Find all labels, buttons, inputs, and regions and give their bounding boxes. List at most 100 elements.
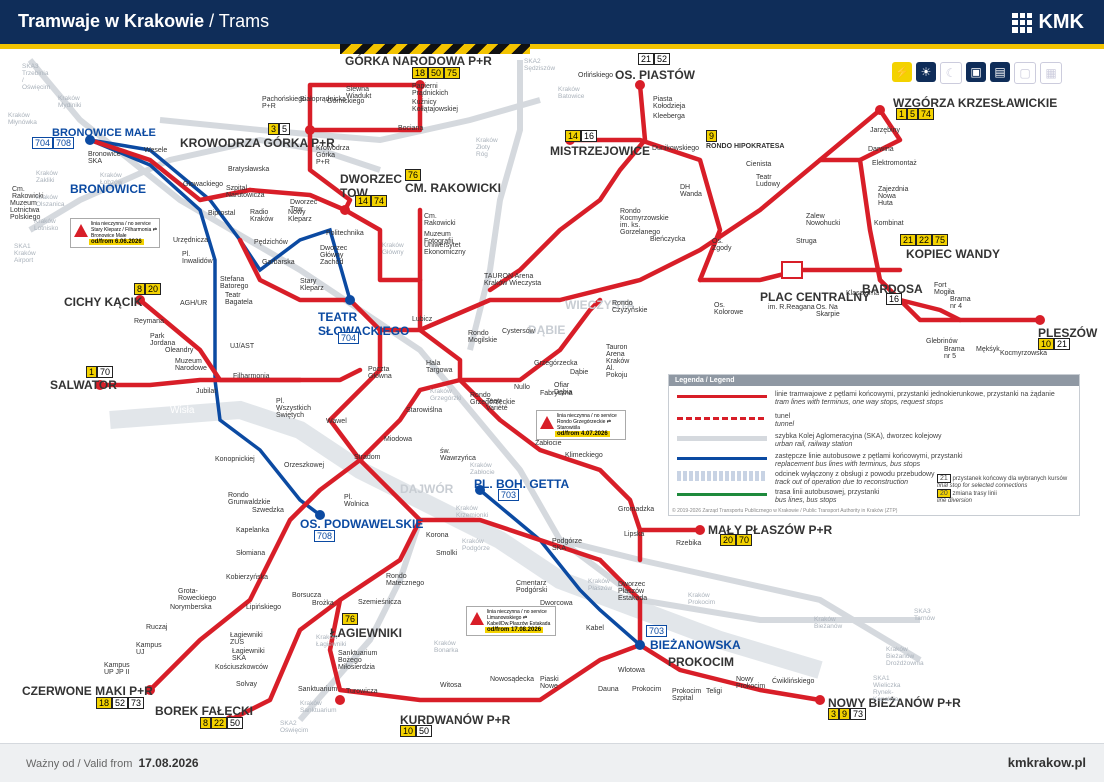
regional-bus-icon[interactable]: ▦ — [1040, 62, 1062, 84]
terminal-label[interactable]: CICHY KĄCIK — [64, 295, 143, 309]
line-badge: 70 — [736, 534, 753, 546]
stop-label: Kleeberga — [653, 113, 685, 120]
day-icon[interactable]: ☀ — [916, 62, 936, 82]
stop-label: Bratysławska — [228, 166, 270, 173]
line-badge: 22 — [211, 717, 228, 729]
line-badge: 3 — [268, 123, 280, 135]
stop-label: Grzegórzecka — [534, 360, 578, 367]
terminal-label[interactable]: CM. RAKOWICKI — [405, 181, 501, 195]
stop-label: Kampus UJ — [136, 642, 162, 656]
terminal-label[interactable]: NOWY BIEŻANÓW P+R — [828, 696, 961, 710]
bus-icon[interactable]: ▣ — [966, 62, 986, 82]
stop-label: Mękśyk — [976, 346, 1000, 353]
rail-label: Kraków Lotnisko — [34, 218, 59, 232]
tram-line-symbol — [677, 391, 767, 401]
terminal-label[interactable]: BIEŻANOWSKA — [650, 638, 741, 652]
line-badge: 10 — [400, 725, 417, 737]
stop-label: Muzeum Fotografii — [424, 231, 454, 245]
minibus-icon[interactable]: ▢ — [1014, 62, 1036, 84]
logo-grid-icon — [1012, 12, 1033, 33]
terminal-label[interactable]: GÓRKA NARODOWA P+R — [345, 54, 492, 68]
terminal-label[interactable]: WZGÓRZA KRZESŁAWICKIE — [893, 96, 1058, 110]
stop-label: Kapelanka — [236, 527, 270, 534]
stop-label: Stradom — [354, 454, 381, 461]
legend-row: odcinek wyłączony z obsługi z powodu prz… — [677, 471, 935, 487]
terminal-label[interactable]: KROWODRZA GÓRKA P+R — [180, 136, 335, 150]
terminus-gorka — [415, 80, 425, 90]
terminus-dworzec-tow — [340, 205, 350, 215]
stop-label: Rondo Grunwaldzkie — [228, 492, 271, 506]
line-badges: 704 — [338, 332, 360, 344]
website-link[interactable]: kmkrakow.pl — [1007, 755, 1086, 770]
stop-label: Witosa — [440, 682, 462, 689]
stop-label: Konopnickiej — [215, 456, 255, 463]
service-notice[interactable]: linia nieczynna / no service Rondo Grzeg… — [536, 410, 626, 440]
terminal-label[interactable]: KOPIEC WANDY — [906, 247, 1001, 261]
line-badge: 52 — [112, 697, 129, 709]
line-badges: 76 — [342, 613, 359, 625]
service-notice[interactable]: linia nieczynna / no service Limanowskie… — [466, 606, 556, 636]
terminal-label[interactable]: BOREK FAŁĘCKI — [155, 704, 254, 718]
line-badges: 703 — [498, 489, 520, 501]
terminal-label[interactable]: RONDO HIPOKRATESA — [706, 143, 785, 150]
stop-label: Turowicza — [346, 688, 378, 695]
page-title: Tramwaje w Krakowie / Trams — [18, 11, 270, 31]
line-badge: 10 — [1038, 338, 1055, 350]
service-notice[interactable]: linia nieczynna / no service Stary Klepa… — [70, 218, 160, 248]
stop-label: Os. Zgody — [712, 238, 732, 252]
terminal-label[interactable]: CZERWONE MAKI P+R — [22, 684, 153, 698]
stop-label: Muzeum Lotnictwa Polskiego — [10, 200, 41, 221]
stop-label: Kampus UP JP II — [104, 662, 130, 676]
terminal-label[interactable]: BRONOWICE MAŁE — [52, 127, 156, 139]
footer-bar: Ważny od / Valid from 17.08.2026 kmkrako… — [0, 743, 1104, 782]
stop-label: Norymberska — [170, 604, 212, 611]
kmk-logo[interactable]: KMK — [1012, 11, 1084, 34]
terminal-label[interactable]: KURDWANÓW P+R — [400, 713, 511, 727]
stop-label: Urzędnicza — [173, 237, 209, 244]
tram-icon[interactable]: ⚡ — [892, 62, 912, 82]
terminal-label[interactable]: PLESZÓW — [1038, 326, 1098, 340]
terminus-wzgorza — [875, 105, 885, 115]
line-badge: 50 — [416, 725, 433, 737]
terminal-label[interactable]: BARDOSA — [862, 282, 923, 296]
area-label: TAURON Arena Kraków Wieczysta — [484, 273, 542, 287]
line-badge: 708 — [53, 137, 75, 149]
terminal-label[interactable]: OS. PODWAWELSKIE — [300, 517, 424, 531]
stop-label: Klimeckiego — [565, 452, 603, 459]
stop-label: Teatr Bagatela — [225, 292, 253, 306]
stop-label: Dworcowa — [540, 600, 573, 607]
terminal-label[interactable]: SALWATOR — [50, 378, 117, 392]
terminal-label[interactable]: MISTRZEJOWICE — [550, 144, 651, 158]
stop-label: Solvay — [236, 681, 258, 688]
terminal-label[interactable]: ŁAGIEWNIKI — [330, 626, 402, 640]
rail-label: Kraków Zakliki — [36, 170, 58, 184]
terminal-label[interactable]: PL. BOH. GETTA — [474, 477, 570, 491]
tram-front-icon[interactable]: ▤ — [990, 62, 1010, 82]
terminal-label[interactable]: OS. PIASTÓW — [615, 68, 696, 82]
tram-line-podgorze — [417, 517, 603, 563]
tram-line-east-grzegorzecka — [457, 297, 603, 383]
stop-label: Siewna Wiadukt — [346, 86, 372, 100]
line-badge: 8 — [200, 717, 212, 729]
area-label: im. R.Reagana — [768, 304, 815, 311]
stop-label: Głowackiego — [183, 181, 224, 188]
line-badge: 9 — [706, 130, 718, 142]
stop-label: Rondo Mogilskie — [468, 330, 498, 344]
tram-line-south-west — [147, 457, 363, 693]
bus-terminus-markers — [85, 135, 645, 650]
rail-label: Kraków Olszanica — [36, 194, 65, 208]
area-label: DĄBIE — [528, 323, 566, 337]
rail-label: Kraków Grzegórzki — [430, 388, 462, 402]
legend-terminal-note: 21 przystanek końcowy dla wybranych kurs… — [937, 474, 1068, 504]
rail-label: Kraków Złoty Róg — [476, 137, 498, 158]
stop-label: Szwedzka — [252, 507, 284, 514]
stop-label: UJ/AST — [230, 343, 255, 350]
night-icon[interactable]: ☾ — [940, 62, 962, 84]
terminal-label[interactable]: MAŁY PŁASZÓW P+R — [708, 523, 833, 537]
line-badges: 76 — [405, 169, 422, 181]
stop-label: Dworzec Główny Zachód — [320, 245, 348, 266]
line-badge: 18 — [96, 697, 113, 709]
